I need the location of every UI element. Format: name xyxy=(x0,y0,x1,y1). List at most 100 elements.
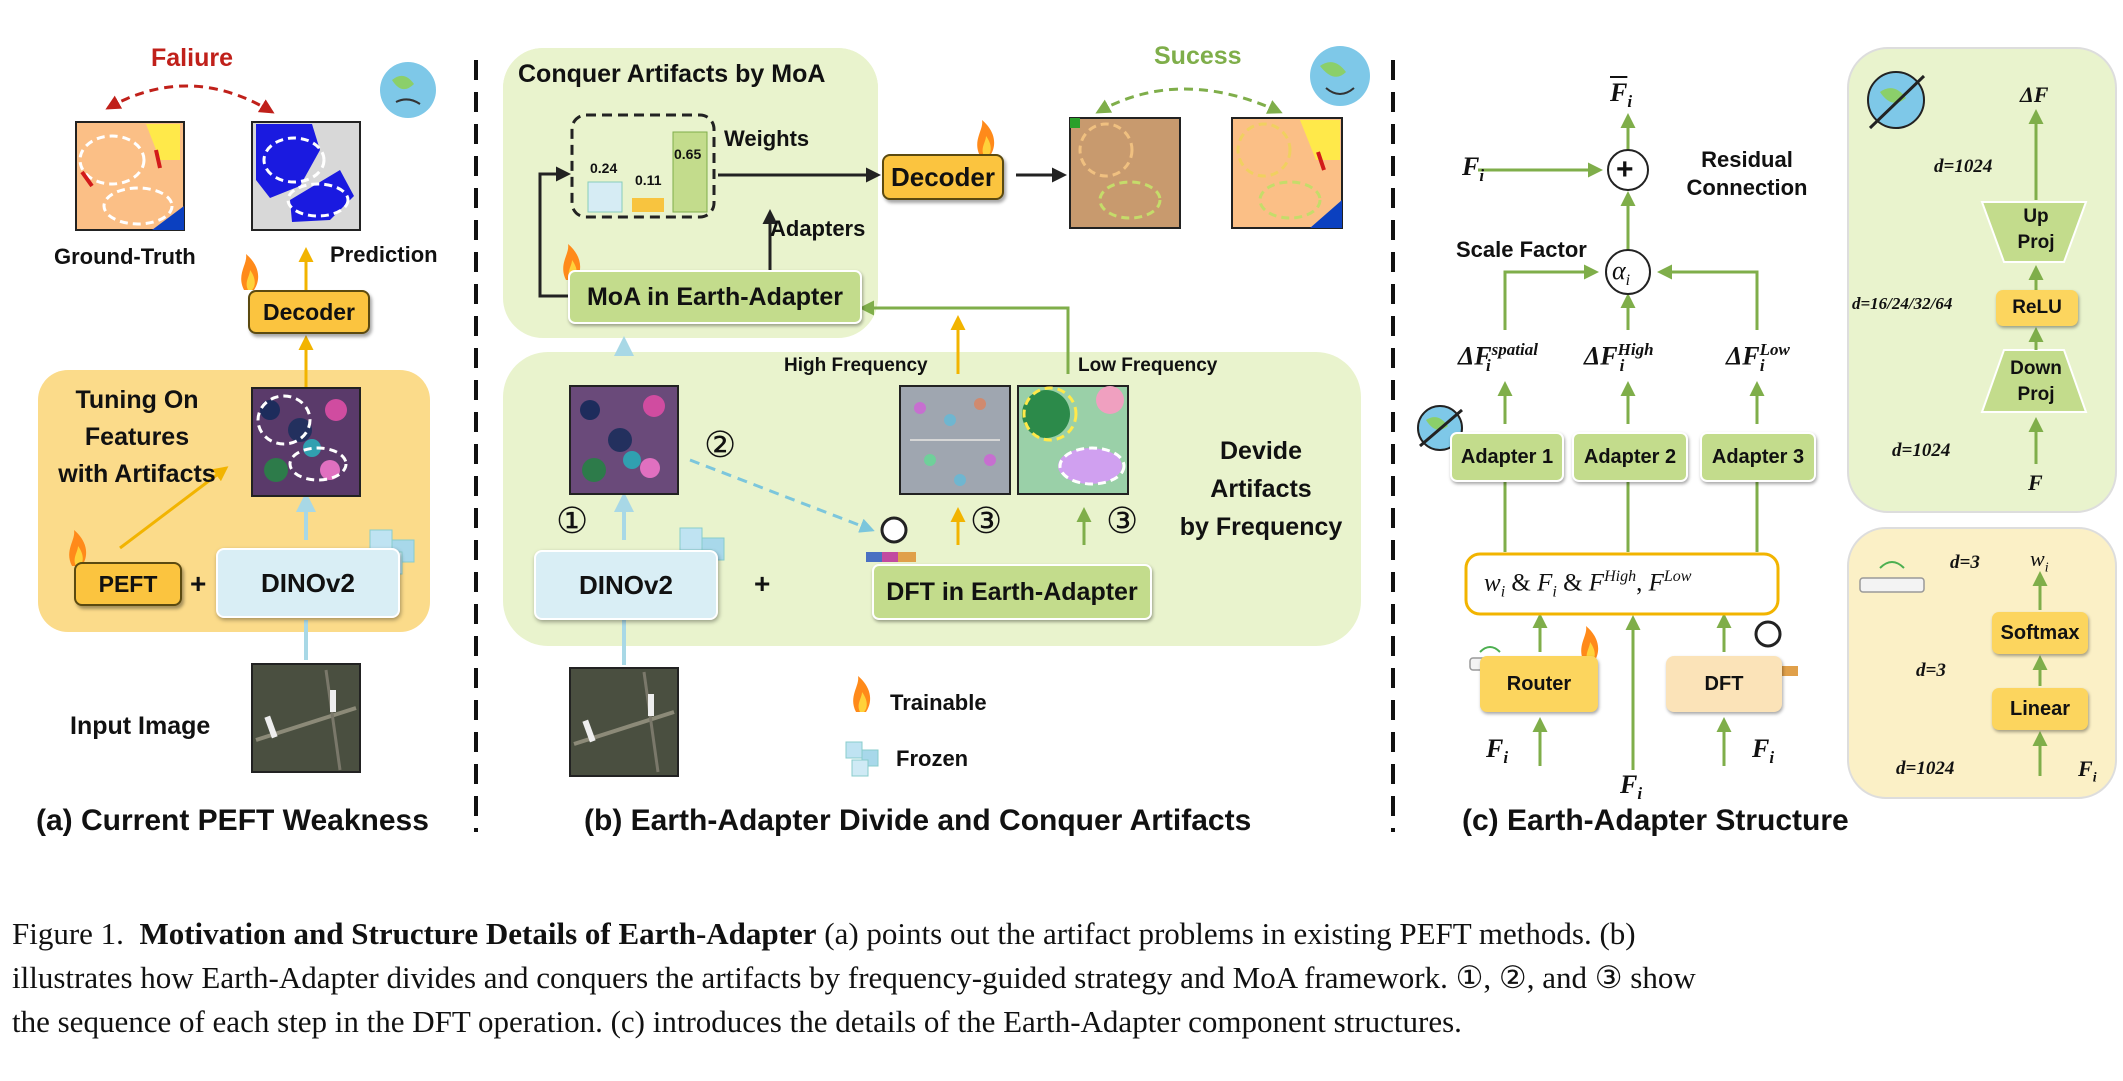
fi-dft-label: Fi xyxy=(1752,734,1774,768)
inputs-comma: , xyxy=(1636,569,1643,597)
weights-dashed-box xyxy=(570,113,716,219)
router-d3-mid: d=3 xyxy=(1916,660,1946,681)
up-proj-shape xyxy=(1980,201,2088,263)
router-d3-top: d=3 xyxy=(1950,552,1980,573)
fi-dft-sub: i xyxy=(1769,748,1775,768)
alpha-symbol: α xyxy=(1612,256,1626,285)
divide-line-2: Artifacts xyxy=(1210,475,1312,503)
arrow-moa-loop xyxy=(538,166,576,298)
down-proj-shape xyxy=(1980,349,2088,413)
weight-value-1: 0.24 xyxy=(590,160,618,176)
plus-b: + xyxy=(754,568,771,599)
ground-truth-image xyxy=(75,121,185,231)
router-device-icon-detail xyxy=(1859,561,1925,593)
flame-icon-b-decoder xyxy=(977,120,995,156)
adapter-1-box: Adapter 1 xyxy=(1450,432,1564,482)
router-box: Router xyxy=(1480,656,1598,712)
fi-center-sub: i xyxy=(1637,784,1643,804)
delta-low-sub: i xyxy=(1759,355,1765,375)
router-d1024: d=1024 xyxy=(1896,758,1955,779)
failure-arrow xyxy=(105,84,275,114)
plus-circle-label: + xyxy=(1616,153,1634,186)
happy-globe-icon xyxy=(1310,46,1370,106)
inputs-high-sup: High xyxy=(1604,568,1637,585)
alpha-sub: i xyxy=(1625,272,1631,290)
step-3b-label: ③ xyxy=(1106,500,1139,541)
low-frequency-label: Low Frequency xyxy=(1078,355,1218,376)
up-proj-line-2: Proj xyxy=(2017,232,2055,253)
inputs-amp-2: & xyxy=(1563,569,1583,597)
alpha-circle xyxy=(1605,249,1651,295)
conquer-title: Conquer Artifacts by MoA xyxy=(518,60,826,88)
figure-caption: Figure 1. Motivation and Structure Detai… xyxy=(12,912,2112,1044)
inputs-w: w xyxy=(1484,569,1501,597)
down-proj-label: Down Proj xyxy=(1994,356,2078,408)
softmax-box: Softmax xyxy=(1992,612,2088,654)
weight-value-3: 0.65 xyxy=(674,146,702,162)
delta-high-f: ΔF xyxy=(1584,341,1618,371)
router-fi: Fi xyxy=(2078,756,2097,786)
step-3a-label: ③ xyxy=(970,500,1003,541)
up-proj-line-1: Up xyxy=(2023,206,2049,227)
plus-a: + xyxy=(190,568,207,599)
delta-low-f: ΔF xyxy=(1726,341,1760,371)
prediction-label: Prediction xyxy=(330,242,438,267)
up-proj-label: Up Proj xyxy=(1994,204,2078,256)
fi-left-sub: i xyxy=(1479,166,1485,186)
delta-low-sup: Low xyxy=(1759,340,1790,359)
inputs-f-2: F xyxy=(1588,569,1605,597)
conquer-output-image-2 xyxy=(1231,117,1343,229)
residual-label: Residual Connection xyxy=(1672,146,1822,202)
delta-spatial-label: ΔFspatiali xyxy=(1458,340,1538,376)
flame-icon-a-peft xyxy=(69,530,87,566)
dft-magnifier-icon-b xyxy=(866,516,916,562)
moa-box: MoA in Earth-Adapter xyxy=(568,270,862,324)
inputs-f-1: F xyxy=(1537,569,1553,597)
router-detail-bg xyxy=(1847,527,2117,799)
adapter-3-box: Adapter 3 xyxy=(1700,432,1816,482)
panel-a-title: (a) Current PEFT Weakness xyxy=(36,804,429,837)
delta-spatial-sub: i xyxy=(1485,355,1491,375)
detail-delta-f: ΔF xyxy=(2020,82,2049,107)
inputs-low-sup: Low xyxy=(1663,568,1692,585)
caption-bold-title: Motivation and Structure Details of Eart… xyxy=(139,916,817,951)
fi-router-sub: i xyxy=(1503,748,1509,768)
weight-value-2: 0.11 xyxy=(635,172,662,188)
frozen-icon-legend xyxy=(845,741,879,777)
decoder-box-b: Decoder xyxy=(882,154,1004,200)
fi-bar-sub: i xyxy=(1627,92,1633,112)
artifact-feature-image-b xyxy=(569,385,679,495)
delta-spatial-sup: spatial xyxy=(1491,340,1538,359)
step-1-label: ① xyxy=(556,500,589,541)
arrow-peft-feat xyxy=(119,466,229,550)
weight-bar-3 xyxy=(672,131,708,213)
inputs-expression: wi & Fi & FHigh, FLow xyxy=(1484,568,1691,601)
artifact-feature-image-a xyxy=(251,387,361,497)
delta-low-label: ΔFLowi xyxy=(1726,340,1790,376)
fi-dft-f: F xyxy=(1752,734,1770,763)
router-wi-sub: i xyxy=(2044,560,2049,576)
relu-box: ReLU xyxy=(1996,290,2078,326)
tuning-line-1: Tuning On xyxy=(75,386,199,414)
flame-icon-a-decoder xyxy=(241,254,259,290)
input-image-label: Input Image xyxy=(70,712,211,740)
arrow-low-alpha xyxy=(1657,264,1759,330)
caption-line-2: illustrates how Earth-Adapter divides an… xyxy=(12,960,1696,995)
globe-icon-detail xyxy=(1867,71,1926,130)
alpha-label: αi xyxy=(1612,256,1630,290)
caption-line-1: Figure 1. Motivation and Structure Detai… xyxy=(12,912,2112,956)
weights-label: Weights xyxy=(724,126,810,151)
conquer-panel-bg-wide xyxy=(503,48,878,158)
failure-label: Faliure xyxy=(151,44,233,72)
residual-plus-circle xyxy=(1607,149,1649,191)
fi-center-label: Fi xyxy=(1620,770,1642,804)
caption-figure-label: Figure 1. xyxy=(12,916,124,951)
input-image-a xyxy=(251,663,361,773)
inputs-f1-sub: i xyxy=(1552,583,1557,601)
sad-globe-icon xyxy=(380,62,436,118)
inputs-box xyxy=(1464,552,1780,616)
divide-line-1: Devide xyxy=(1220,437,1302,465)
high-frequency-image xyxy=(899,385,1011,495)
tuning-label: Tuning On Features with Artifacts xyxy=(44,382,230,493)
decoder-box-a: Decoder xyxy=(248,290,370,334)
